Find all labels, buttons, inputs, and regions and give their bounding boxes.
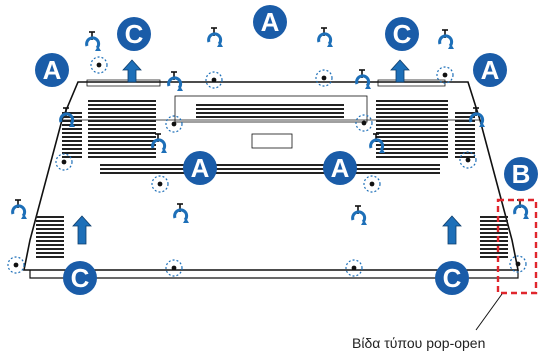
screw-icon [355,114,373,132]
screwdriver-icon [513,199,529,219]
pop-open-screw-highlight [496,198,538,295]
label-badge-text: A [331,153,350,183]
callout-leader-line [475,293,503,331]
label-badge-text: C [393,19,412,49]
lift-arrow-icon [122,59,142,83]
label-badge-text: C [443,263,462,293]
screwdriver-icon [355,69,371,89]
screwdriver-icon [207,27,223,47]
label-badge-a: A [473,53,507,87]
screw-icon [345,259,363,277]
screwdriver-icon [469,107,485,127]
screw-icon [165,259,183,277]
screw-icon [315,69,333,87]
screw-icon [205,71,223,89]
label-badge-text: A [191,153,210,183]
label-badge-a: A [35,53,69,87]
lift-arrow-icon [72,215,92,245]
label-badge-text: A [481,55,500,85]
screwdriver-icon [11,199,27,219]
screw-icon [7,256,25,274]
screwdriver-icon [438,29,454,49]
label-badge-a: A [183,151,217,185]
label-badge-a: A [253,5,287,39]
label-badge-a: A [323,151,357,185]
screwdriver-icon [85,31,101,51]
screwdriver-icon [351,205,367,225]
screw-icon [165,115,183,133]
screw-positions [7,56,527,277]
label-badge-text: B [512,159,531,189]
screwdriver-icon [317,27,333,47]
lift-arrow-icon [442,215,462,245]
label-badge-text: A [261,7,280,37]
screw-icon [55,153,73,171]
label-badge-text: A [43,55,62,85]
screwdriver-icon [151,133,167,153]
label-badges: A A A A A C C C C B [35,5,538,295]
screwdriver-icon [167,71,183,91]
screwdriver-icon [59,107,75,127]
screwdriver-icon [369,133,385,153]
label-badge-text: C [125,19,144,49]
label-badge-text: C [71,263,90,293]
screw-icon [151,175,169,193]
screwdriver-icon [173,203,189,223]
lift-arrow-icon [390,59,410,83]
pop-open-screw-label: Βίδα τύπου pop-open [352,335,485,351]
label-badge-c: C [435,261,469,295]
lift-arrows [72,59,462,245]
screw-icon [363,175,381,193]
screw-icon [436,66,454,84]
label-badge-c: C [385,17,419,51]
screw-icon [90,56,108,74]
label-badge-b: B [504,157,538,191]
screw-icon [509,255,527,273]
label-badge-c: C [63,261,97,295]
label-badge-c: C [117,17,151,51]
screw-icon [459,151,477,169]
